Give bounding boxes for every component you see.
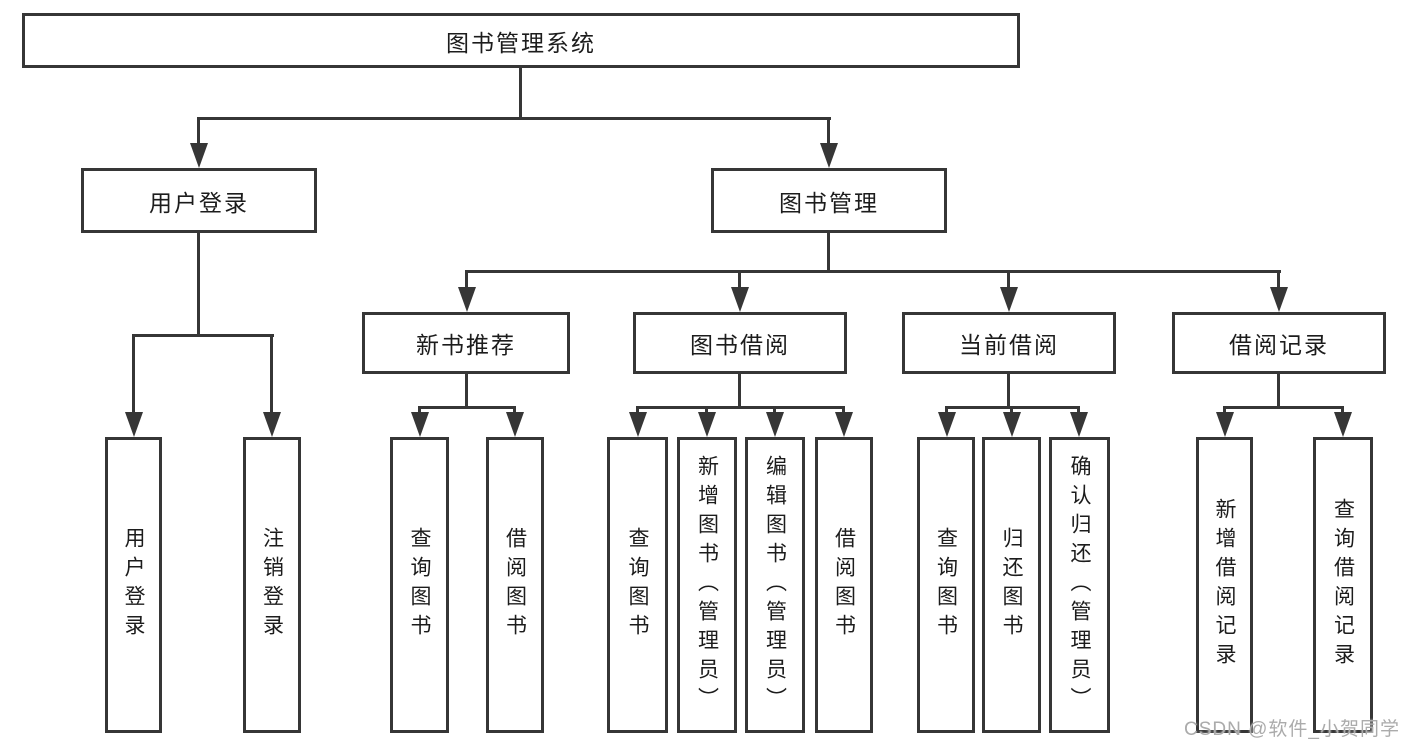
node-borrowing-records: 借阅记录: [1172, 312, 1386, 374]
connector-rail: [418, 406, 515, 409]
leaf-bb-add-books-admin: 新增图书（管理员）: [677, 437, 737, 733]
node-current-borrowing-label: 当前借阅: [959, 332, 1059, 358]
leaf-bb-edit-books-admin-label: 编辑图书（管理员）: [763, 454, 787, 716]
leaf-nb-query-books-label: 查询图书: [408, 527, 431, 643]
node-current-borrowing: 当前借阅: [902, 312, 1116, 374]
arrowhead-down-icon: [190, 143, 208, 168]
connector-drop: [1277, 270, 1280, 290]
leaf-bb-edit-books-admin: 编辑图书（管理员）: [745, 437, 805, 733]
node-book-management-label: 图书管理: [779, 189, 879, 216]
arrowhead-down-icon: [125, 412, 143, 437]
leaf-cb-return-books: 归还图书: [982, 437, 1041, 733]
leaf-logout-label: 注销登录: [260, 527, 284, 643]
connector-stem: [465, 374, 468, 409]
leaf-cb-query-books: 查询图书: [917, 437, 975, 733]
node-user-login: 用户登录: [81, 168, 317, 233]
connector-rail: [1223, 406, 1343, 409]
arrowhead-down-icon: [1216, 412, 1234, 437]
connector-stem: [1007, 374, 1010, 409]
connector-level3-rail: [465, 270, 1281, 273]
leaf-cb-confirm-return-admin-label: 确认归还（管理员）: [1068, 454, 1091, 716]
leaf-user-login: 用户登录: [105, 437, 162, 733]
connector-drop: [1007, 270, 1010, 290]
arrowhead-down-icon: [766, 412, 784, 437]
arrowhead-down-icon: [835, 412, 853, 437]
arrowhead-down-icon: [1003, 412, 1021, 437]
node-library-system-label: 图书管理系统: [446, 29, 596, 56]
leaf-logout: 注销登录: [243, 437, 301, 733]
connector-stem: [1277, 374, 1280, 409]
node-library-system: 图书管理系统: [22, 13, 1020, 68]
leaf-nb-query-books: 查询图书: [390, 437, 449, 733]
node-user-login-label: 用户登录: [149, 189, 249, 216]
connector-stem: [738, 374, 741, 409]
leaf-nb-borrow-books-label: 借阅图书: [503, 527, 527, 643]
node-book-borrowing-label: 图书借阅: [690, 332, 790, 358]
leaf-bb-borrow-books-label: 借阅图书: [832, 527, 856, 643]
node-borrowing-records-label: 借阅记录: [1229, 332, 1329, 358]
connector-drop: [738, 270, 741, 290]
leaf-cb-return-books-label: 归还图书: [1000, 527, 1023, 643]
arrowhead-down-icon: [506, 412, 524, 437]
leaf-bb-add-books-admin-label: 新增图书（管理员）: [695, 454, 719, 716]
leaf-cb-query-books-label: 查询图书: [934, 527, 958, 643]
arrowhead-down-icon: [1070, 412, 1088, 437]
connector-drop: [197, 117, 200, 147]
node-book-management: 图书管理: [711, 168, 947, 233]
arrowhead-down-icon: [820, 143, 838, 168]
connector-drop: [270, 334, 273, 414]
connector-rail: [636, 406, 844, 409]
leaf-bb-query-books-label: 查询图书: [626, 527, 649, 643]
csdn-watermark: CSDN @软件_小贺同学: [1184, 719, 1400, 740]
leaf-nb-borrow-books: 借阅图书: [486, 437, 544, 733]
leaf-br-query-record-label: 查询借阅记录: [1331, 498, 1355, 672]
leaf-cb-confirm-return-admin: 确认归还（管理员）: [1049, 437, 1110, 733]
arrowhead-down-icon: [411, 412, 429, 437]
arrowhead-down-icon: [1270, 287, 1288, 312]
leaf-user-login-label: 用户登录: [122, 527, 145, 643]
leaf-br-query-record: 查询借阅记录: [1313, 437, 1373, 733]
connector-drop: [132, 334, 135, 414]
connector-level2-rail: [197, 117, 831, 120]
arrowhead-down-icon: [731, 287, 749, 312]
node-new-book-recommend-label: 新书推荐: [416, 332, 516, 358]
arrowhead-down-icon: [458, 287, 476, 312]
arrowhead-down-icon: [938, 412, 956, 437]
connector-user-login-rail: [132, 334, 274, 337]
connector-book-mgmt-stem: [827, 233, 830, 273]
arrowhead-down-icon: [1000, 287, 1018, 312]
leaf-bb-borrow-books: 借阅图书: [815, 437, 873, 733]
node-book-borrowing: 图书借阅: [633, 312, 847, 374]
arrowhead-down-icon: [263, 412, 281, 437]
arrowhead-down-icon: [698, 412, 716, 437]
leaf-br-add-record-label: 新增借阅记录: [1213, 498, 1236, 672]
connector-drop: [827, 117, 830, 147]
connector-user-login-stem: [197, 233, 200, 336]
node-new-book-recommend: 新书推荐: [362, 312, 570, 374]
connector-root-stem: [519, 68, 522, 120]
leaf-bb-query-books: 查询图书: [607, 437, 668, 733]
connector-drop: [465, 270, 468, 290]
arrowhead-down-icon: [1334, 412, 1352, 437]
leaf-br-add-record: 新增借阅记录: [1196, 437, 1253, 733]
arrowhead-down-icon: [629, 412, 647, 437]
